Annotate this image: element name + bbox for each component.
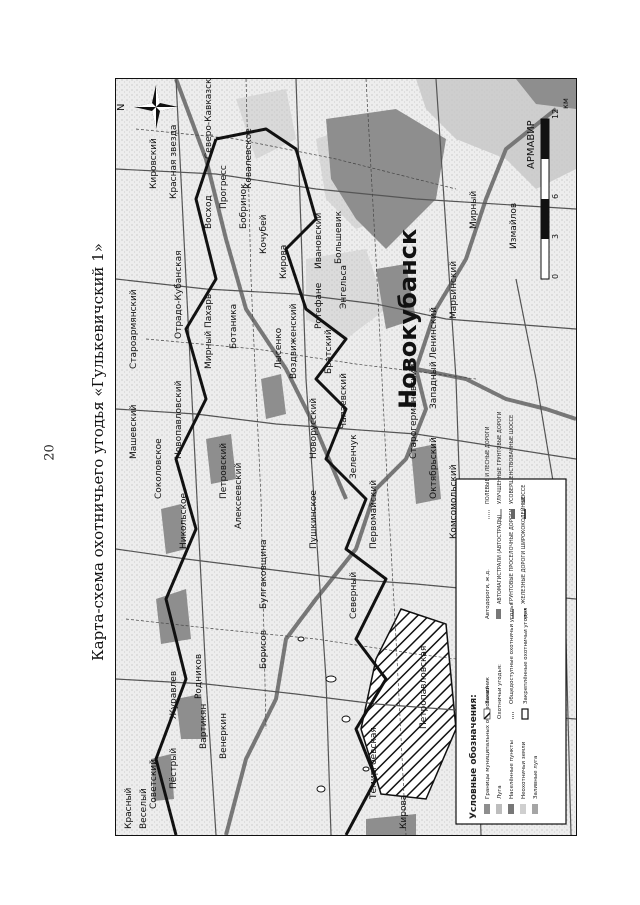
settlement-label: Мирный: [469, 191, 479, 229]
scale-tick-6: 6: [551, 194, 560, 199]
settlement-label: Измайлов: [509, 203, 519, 249]
settlement-label: Западный: [429, 361, 439, 409]
north-label: N: [116, 104, 127, 111]
settlement-label: Борисов: [259, 630, 269, 669]
settlement-label: Родников: [194, 654, 204, 699]
settlement-label: Староармянский: [129, 289, 139, 369]
legend-item: УСОВЕРШЕНСТВОВАННЫЕ ШОССЕ: [509, 415, 515, 504]
settlement-label: Машевский: [129, 404, 139, 459]
settlement-label: Бобринок: [239, 183, 249, 229]
settlement-label: Комсомольский: [449, 464, 459, 539]
north-arrow: [134, 85, 178, 129]
settlement-label: Вартикян: [199, 704, 209, 749]
legend-item: Заказник: [485, 676, 491, 704]
settlement-label: Октябрьский: [429, 437, 439, 499]
settlement-label: Кирова: [399, 795, 409, 829]
settlement-label: Темиргоевская: [369, 727, 379, 800]
settlement-label: Петровский: [219, 443, 229, 499]
legend-item: Закреплённые охотничьи угодья: [523, 608, 529, 704]
settlement-label: Венеркин: [219, 713, 229, 759]
legend-item: Луга: [497, 785, 503, 799]
settlement-label: Пёстрый: [169, 748, 179, 789]
legend-item: УЛУЧШЕННЫЕ ГРУНТОВЫЕ ДОРОГИ: [497, 411, 503, 504]
settlement-areas: [151, 79, 576, 835]
settlement-label: Красный: [124, 787, 134, 829]
settlement-label: Никольское: [179, 492, 189, 549]
legend-title: Условные обозначения:: [468, 694, 479, 819]
settlement-label: Красная звезда: [169, 125, 179, 199]
settlement-label: Веселый: [139, 788, 149, 829]
legend-col3: Автодороги, ж.д. АВТОМАГИСТРАЛИ (АВТОСТР…: [485, 496, 527, 619]
settlement-label: Соколовское: [154, 438, 164, 499]
scale-bar: [540, 118, 550, 280]
legend-item: Заливные луга: [533, 756, 539, 799]
settlement-label: Лысенко: [274, 327, 284, 369]
settlement-label: Ротефане: [314, 282, 324, 329]
settlement-label: Воздвиженский: [289, 303, 299, 379]
settlement-label: Советский: [149, 759, 159, 809]
settlement-label: Первомайский: [369, 480, 379, 549]
legend-col4: ПОЛЕВЫЕ И ЛЕСНЫЕ ДОРОГИ УЛУЧШЕННЫЕ ГРУНТ…: [485, 411, 527, 519]
scale-tick-0: 0: [551, 274, 560, 279]
legend-item: ШОССЕ: [521, 485, 527, 504]
legend-item: Автодороги, ж.д.: [485, 569, 491, 619]
settlement-label: Ковалевское: [244, 128, 254, 189]
settlement-label: Восход: [204, 195, 214, 229]
settlement-label: Алексеевский: [234, 463, 244, 529]
settlement-labels: Кирова Темиргоевская Петропавловская Сев…: [124, 79, 519, 829]
hatched-zone: [360, 608, 457, 800]
legend-item: Охотничьи угодья:: [497, 664, 503, 719]
settlement-label: Мирный Пахарь: [204, 294, 214, 369]
settlement-label: Ботаника: [229, 304, 239, 349]
scale-tick-3: 3: [551, 234, 560, 239]
page-title: Карта-схема охотничьего угодья «Гулькеви…: [89, 243, 107, 661]
water-bodies: [297, 636, 370, 793]
settlement-label: Северо-Кавказский: [204, 79, 214, 159]
legend-item: Населённые пункты: [509, 740, 515, 799]
settlement-label: Журавлев: [169, 671, 179, 719]
settlement-label: Кирова: [279, 245, 289, 279]
city-label-armavir: АРМАВИР: [526, 120, 537, 169]
settlement-label: Пушкинское: [309, 490, 319, 549]
settlement-label: Братский: [324, 329, 334, 374]
legend-item: ЖЕЛЕЗНЫЕ ДОРОГИ ШИРОКОКОЛЕЙНЫЕ: [520, 496, 527, 604]
map-frame: N 12 6 3 0 км Новокубанск АРМАВИР Кирова…: [115, 78, 577, 836]
settlement-label: Отрадо-Кубанская: [174, 250, 184, 339]
settlement-label: Зеленчук: [349, 434, 359, 479]
legend-item: Границы муниципальных образований: [484, 686, 491, 799]
city-label-novokubansk: Новокубанск: [394, 229, 422, 409]
legend-item: АВТОМАГИСТРАЛИ (АВТОСТРАДЫ): [497, 514, 503, 604]
page-number: 20: [42, 444, 58, 461]
settlement-label: Булгаковщина: [259, 540, 269, 609]
settlement-label: Кочубей: [259, 214, 269, 254]
legend: Условные обозначения: Границы муниципаль…: [455, 411, 567, 825]
settlement-label: Прогресс: [219, 165, 229, 209]
legend-item: Неохотничьи земли: [521, 741, 527, 799]
settlement-label: Энгельса: [339, 265, 349, 309]
settlement-label: Петропавловская: [419, 646, 429, 729]
settlement-label: Новопавловский: [174, 380, 184, 459]
settlement-label: Северный: [349, 572, 359, 619]
settlement-label: Марьинский: [449, 261, 459, 319]
settlement-label: Старогермановский: [409, 364, 419, 459]
settlement-label: Кировский: [149, 138, 159, 189]
settlement-label: Новорусский: [309, 398, 319, 459]
settlement-label: Большевик: [334, 210, 344, 264]
hunting-ground-boundary: [154, 127, 388, 835]
settlement-label: Ивановский: [314, 213, 324, 269]
scale-tick-12: 12: [551, 109, 560, 119]
legend-item: ГРУНТОВЫЕ ПРОСЕЛОЧНЫЕ ДОРОГИ: [509, 508, 515, 604]
legend-col2: Заказник Охотничьи угодья: Общедоступные…: [483, 602, 529, 720]
hunting-map: N 12 6 3 0 км Новокубанск АРМАВИР Кирова…: [116, 79, 576, 835]
settlement-label: Ленинский: [429, 307, 439, 359]
scale-unit: км: [561, 98, 570, 109]
legend-item: Общедоступные охотничьи угодья: [509, 602, 515, 704]
legend-item: ПОЛЕВЫЕ И ЛЕСНЫЕ ДОРОГИ: [485, 426, 491, 504]
legend-col1: Границы муниципальных образований Луга Н…: [484, 686, 539, 814]
settlement-label: Чапаевский: [339, 373, 349, 429]
